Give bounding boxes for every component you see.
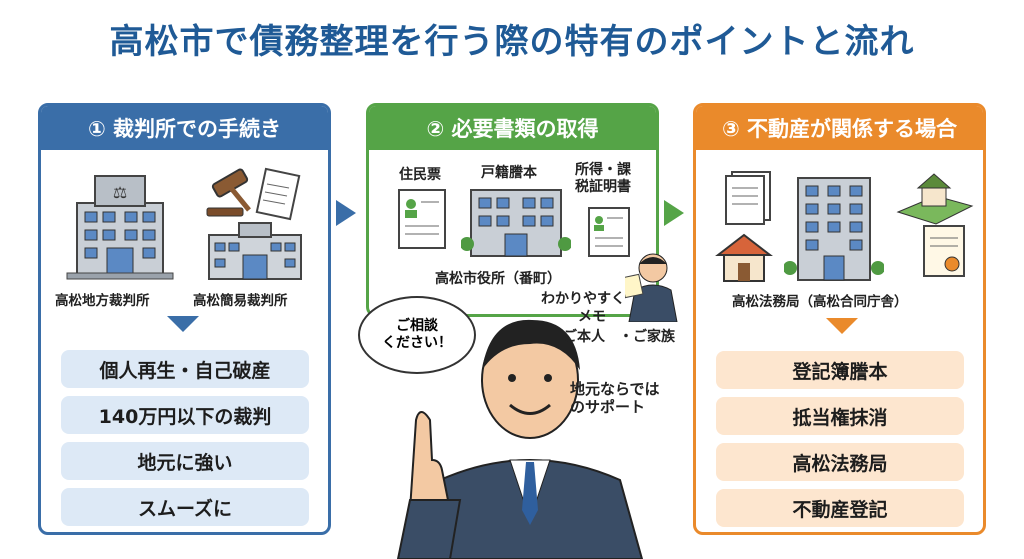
right-arrow-icon: [664, 200, 684, 226]
svg-text:⚖: ⚖: [113, 183, 127, 202]
certificate-icon: [923, 225, 965, 277]
step3-panel: ③ 不動産が関係する場合 高松法務局（高松合同庁舎） 登記簿謄本 抵当権抹消 高…: [693, 103, 986, 535]
summary-court-building-icon: [208, 222, 302, 280]
consult-speech-bubble: ご相談ください！: [358, 296, 476, 374]
house-icon: [715, 233, 773, 282]
step1-item: スムーズに: [61, 488, 309, 526]
step3-item: 高松法務局: [716, 443, 964, 481]
right-arrow-icon: [336, 200, 356, 226]
doc-family-register-label: 戸籍謄本: [481, 165, 537, 181]
district-court-building-icon: ⚖: [66, 175, 174, 280]
step3-item: 不動産登記: [716, 489, 964, 527]
step3-item: 抵当権抹消: [716, 397, 964, 435]
down-arrow-icon: [826, 318, 858, 334]
city-hall-label: 高松市役所（番町）: [435, 271, 561, 287]
step1-item: 地元に強い: [61, 442, 309, 480]
memo-line3: ご本人 ・ご家族: [563, 329, 675, 345]
support-line1: 地元ならでは: [570, 380, 660, 398]
doc-resident-label: 住民票: [399, 167, 441, 183]
support-line2: のサポート: [570, 398, 646, 416]
doc-tax-line1: 所得・課: [575, 162, 631, 178]
small-person-icon: [625, 253, 678, 322]
memo-line2: メモ: [578, 309, 606, 325]
doc-tax-line2: 税証明書: [575, 178, 631, 195]
legal-affairs-office-label: 高松法務局（高松合同庁舎）: [732, 294, 908, 310]
memo-line1: わかりやすく: [541, 291, 625, 307]
step1-header: ① 裁判所での手続き: [41, 106, 328, 150]
doc-tax-certificate-label: 所得・課 税証明書: [575, 162, 631, 196]
down-arrow-icon: [167, 316, 199, 332]
consultant-person-icon: [396, 319, 644, 559]
local-support-text: 地元ならでは のサポート: [570, 380, 660, 416]
step1-item: 140万円以下の裁判: [61, 396, 309, 434]
legal-affairs-building-icon: [784, 177, 884, 281]
step2-panel: ② 必要書類の取得 住民票 戸籍謄本 所得・課 税証明書 高松市役所（番町）: [366, 103, 659, 317]
summary-court-label: 高松簡易裁判所: [193, 293, 288, 309]
step2-header: ② 必要書類の取得: [369, 106, 656, 150]
bubble-line2: ください！: [382, 335, 452, 351]
land-plot-icon: [896, 173, 974, 225]
documents-stack-icon: [725, 171, 771, 225]
step1-item: 個人再生・自己破産: [61, 350, 309, 388]
step1-panel: ① 裁判所での手続き ⚖ 高松地方裁判所 高松簡易裁判所 個人再生・自己破産 1…: [38, 103, 331, 535]
district-court-label: 高松地方裁判所: [55, 293, 150, 309]
city-hall-building-icon: [461, 189, 571, 257]
certificate-document-icon: [588, 207, 630, 257]
gavel-icon: [206, 167, 301, 221]
page-title: 高松市で債務整理を行う際の特有のポイントと流れ: [109, 22, 915, 62]
step3-header: ③ 不動産が関係する場合: [696, 106, 983, 150]
bubble-line1: ご相談: [396, 317, 438, 334]
document-icon: [398, 189, 446, 249]
step3-item: 登記簿謄本: [716, 351, 964, 389]
